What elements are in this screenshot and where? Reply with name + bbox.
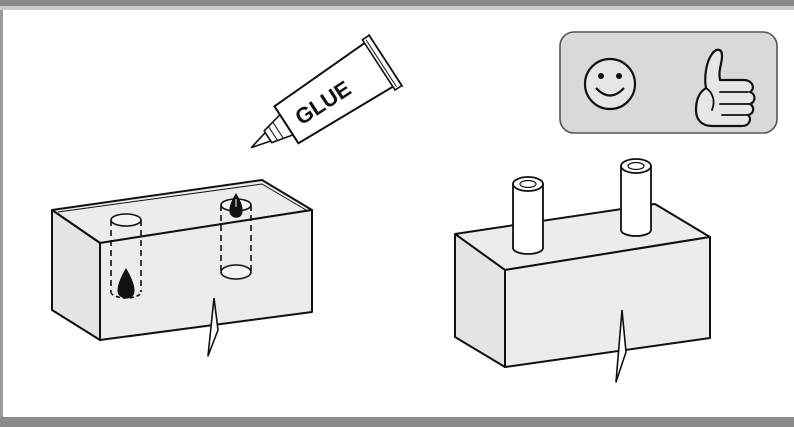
dowel-peg-1 [512, 176, 544, 255]
frame-bottom-border [0, 417, 794, 427]
left-block-hole-1 [110, 213, 142, 299]
smiley-face-icon [583, 57, 637, 111]
frame-left-border [0, 10, 3, 417]
glue-tube: GLUE [250, 33, 404, 149]
glue-drop-2 [229, 193, 243, 218]
right-block [454, 203, 711, 383]
thumbs-up-icon [694, 48, 756, 128]
dowel-peg-2 [620, 158, 652, 237]
frame-top-border [0, 0, 794, 6]
frame-top-border-inner [0, 6, 794, 10]
glue-drop-1 [117, 268, 135, 299]
left-block [51, 179, 313, 357]
